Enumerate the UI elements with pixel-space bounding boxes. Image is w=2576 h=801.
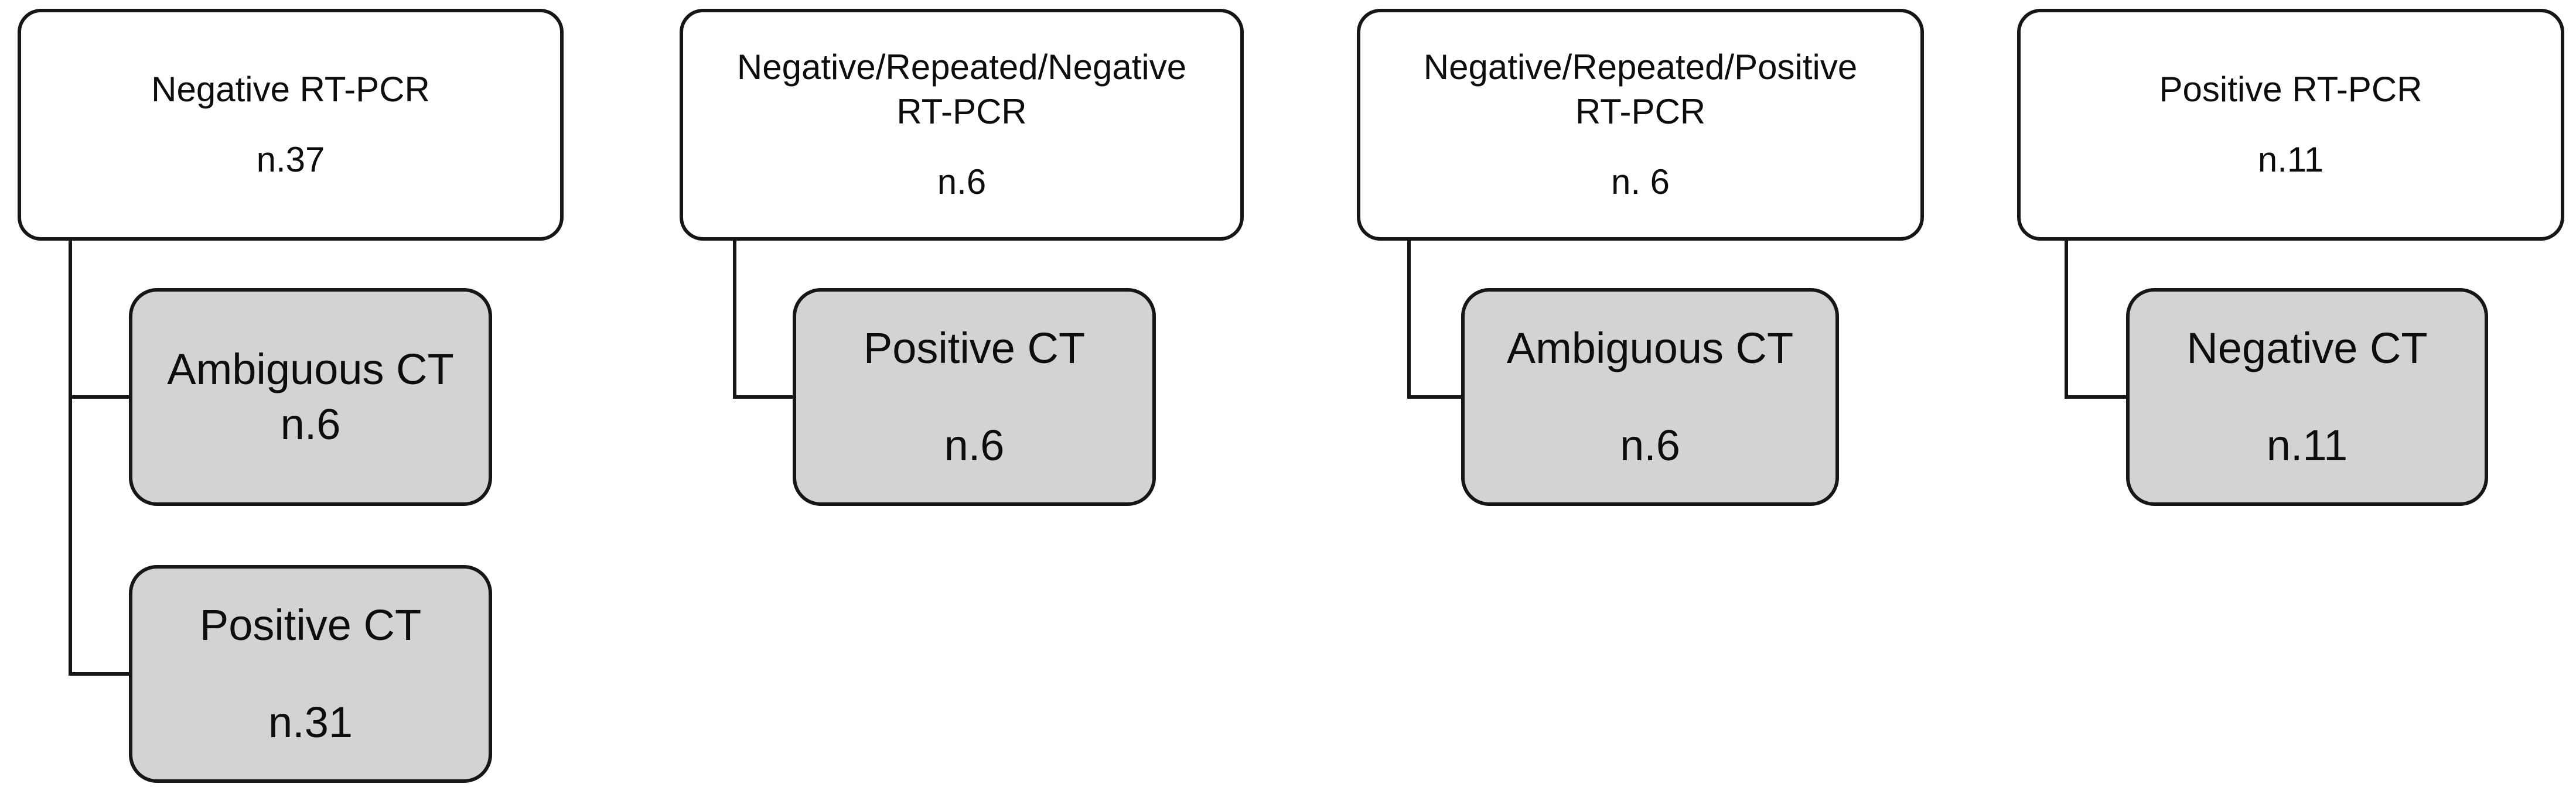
connector-vertical-line <box>69 239 72 676</box>
connector-elbow-line <box>69 672 129 676</box>
node-title: Negative RT-PCR <box>151 70 430 109</box>
node-title: Positive RT-PCR <box>2159 70 2423 109</box>
node-title: Ambiguous CT <box>167 345 454 393</box>
node-count: n. 6 <box>1611 162 1670 201</box>
node-negative-repeated-negative-rt-pcr: Negative/Repeated/Negative RT-PCR n.6 <box>680 9 1244 241</box>
node-title-line2: RT-PCR <box>1575 92 1706 131</box>
node-positive-ct-1: Positive CT n.31 <box>129 565 492 783</box>
node-count: n.11 <box>2257 140 2324 179</box>
connector-elbow-line <box>2065 395 2126 399</box>
node-title: Ambiguous CT <box>1506 324 1794 372</box>
node-title: Negative/Repeated/Positive <box>1423 47 1858 87</box>
node-negative-ct: Negative CT n.11 <box>2126 288 2488 506</box>
node-negative-repeated-positive-rt-pcr: Negative/Repeated/Positive RT-PCR n. 6 <box>1357 9 1924 241</box>
node-title: Positive CT <box>863 324 1086 372</box>
node-count: n.6 <box>944 421 1005 470</box>
node-count: n.31 <box>268 698 353 747</box>
connector-elbow-line <box>733 395 793 399</box>
node-positive-ct-2: Positive CT n.6 <box>793 288 1156 506</box>
connector-vertical-line <box>2065 239 2068 399</box>
node-ambiguous-ct-1: Ambiguous CT n.6 <box>129 288 492 506</box>
connector-vertical-line <box>1407 239 1411 399</box>
node-title: Negative CT <box>2186 324 2428 372</box>
node-count: n.6 <box>937 162 987 201</box>
node-count: n.6 <box>1620 421 1680 470</box>
node-title: Positive CT <box>199 601 422 649</box>
connector-elbow-line <box>1407 395 1461 399</box>
connector-elbow-line <box>69 395 129 399</box>
connector-vertical-line <box>733 239 736 399</box>
node-count: n.11 <box>2266 421 2348 470</box>
node-count: n.37 <box>256 140 325 179</box>
node-title: Negative/Repeated/Negative <box>736 47 1187 87</box>
node-count: n.6 <box>280 400 341 449</box>
node-positive-rt-pcr: Positive RT-PCR n.11 <box>2017 9 2564 241</box>
node-title-line2: RT-PCR <box>896 92 1027 131</box>
node-ambiguous-ct-2: Ambiguous CT n.6 <box>1461 288 1839 506</box>
node-negative-rt-pcr: Negative RT-PCR n.37 <box>18 9 564 241</box>
